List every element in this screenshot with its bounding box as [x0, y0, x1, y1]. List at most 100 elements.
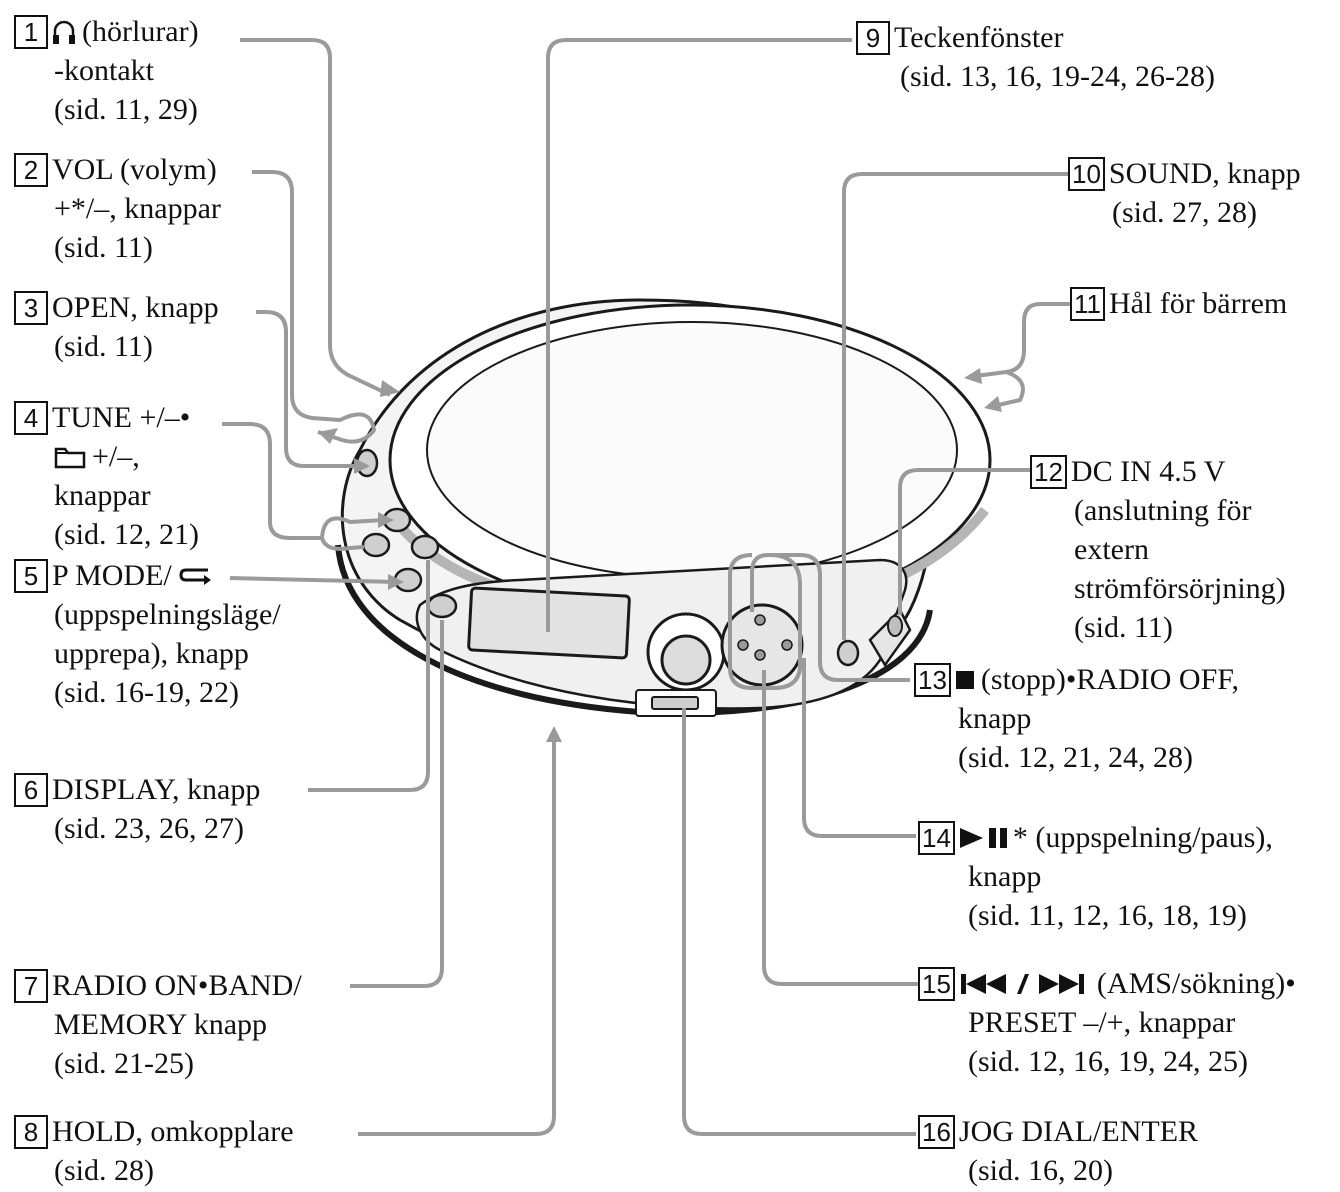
callout-text: (AMS/sökning)• — [1096, 967, 1296, 1000]
leader-1 — [240, 38, 391, 397]
callout-text: (sid. 11, 12, 16, 18, 19) — [968, 899, 1247, 932]
callout-text: (sid. 28) — [54, 1154, 154, 1187]
callout-9: 9 Teckenfönster (sid. 13, 16, 19-24, 26-… — [856, 18, 1215, 96]
callout-text: (sid. 11) — [1074, 611, 1173, 644]
callout-number: 9 — [856, 20, 890, 55]
callout-text: (sid. 12, 16, 19, 24, 25) — [968, 1045, 1248, 1078]
arrow-5 — [388, 574, 404, 590]
arrow-8 — [546, 726, 562, 742]
arrow-2 — [318, 428, 338, 444]
callout-text: knapp — [968, 860, 1042, 893]
callout-text: P MODE/ — [52, 559, 172, 592]
callout-number: 2 — [14, 152, 48, 187]
callout-number: 11 — [1070, 286, 1105, 321]
callout-text: (sid. 12, 21, 24, 28) — [958, 741, 1193, 774]
callout-2: 2 VOL (volym) +*/–, knappar (sid. 11) — [14, 150, 221, 267]
leader-2 — [252, 170, 376, 444]
headphones-icon — [52, 18, 76, 46]
callout-number: 4 — [14, 400, 48, 435]
jog-dial — [660, 634, 712, 686]
callout-6: 6 DISPLAY, knapp (sid. 23, 26, 27) — [14, 770, 260, 848]
callout-14: 14 * (uppspelning/paus), knapp (sid. 11,… — [918, 818, 1273, 935]
arrow-3 — [354, 458, 370, 474]
callout-text: (sid. 23, 26, 27) — [54, 812, 244, 845]
callout-8: 8 HOLD, omkopplare (sid. 28) — [14, 1112, 294, 1190]
callout-12: 12 DC IN 4.5 V (anslutning för extern st… — [1030, 452, 1286, 647]
leader-13 — [750, 553, 910, 682]
arrow-heads — [318, 368, 1002, 742]
folder-icon — [54, 445, 86, 469]
callout-5: 5 P MODE/ (uppspelningsläge/ upprepa), k… — [14, 556, 281, 712]
callout-text: (sid. 13, 16, 19-24, 26-28) — [900, 60, 1215, 93]
leader-15 — [728, 553, 918, 986]
arrow-4 — [378, 512, 394, 528]
leader-9 — [546, 38, 852, 632]
callout-text: (hörlurar) — [82, 15, 199, 48]
callout-text: (sid. 11) — [54, 330, 153, 363]
callout-text: (uppspelningsläge/ — [54, 598, 281, 631]
leader-11 — [975, 302, 1070, 408]
callout-number: 15 — [918, 966, 955, 1001]
arrow-11b — [984, 396, 1002, 412]
callout-7: 7 RADIO ON•BAND/ MEMORY knapp (sid. 21-2… — [14, 966, 302, 1083]
callout-text: +*/–, knappar — [54, 192, 221, 225]
callout-text: +/–, — [92, 440, 140, 473]
callout-text: MEMORY knapp — [54, 1008, 268, 1041]
callout-number: 6 — [14, 772, 48, 807]
leader-5 — [229, 576, 397, 584]
callout-text: knappar — [54, 479, 151, 512]
play-pause-icon — [959, 827, 1011, 849]
callout-number: 5 — [14, 558, 48, 593]
callout-number: 3 — [14, 290, 48, 325]
callout-text: (sid. 16-19, 22) — [54, 676, 239, 709]
callout-16: 16 JOG DIAL/ENTER (sid. 16, 20) — [918, 1112, 1198, 1190]
stop-icon — [955, 670, 975, 690]
callout-text: RADIO ON•BAND/ — [52, 969, 302, 1002]
leader-12 — [898, 468, 1030, 615]
callout-text: knapp — [958, 702, 1032, 735]
callout-number: 10 — [1068, 156, 1105, 191]
callout-text: (sid. 11, 29) — [54, 93, 198, 126]
callout-text: (sid. 21-25) — [54, 1047, 194, 1080]
callout-text: VOL (volym) — [52, 153, 217, 186]
callout-number: 13 — [914, 662, 951, 697]
callout-text: Teckenfönster — [894, 21, 1064, 54]
callout-13: 13 (stopp)•RADIO OFF, knapp (sid. 12, 21… — [914, 660, 1239, 777]
callout-11: 11 Hål för bärrem — [1070, 284, 1287, 323]
leader-lines — [222, 38, 1070, 1136]
cd-player — [335, 298, 992, 717]
leader-7 — [350, 620, 444, 988]
callout-text: OPEN, knapp — [52, 291, 219, 324]
callout-text: DC IN 4.5 V — [1070, 455, 1226, 488]
callout-10: 10 SOUND, knapp (sid. 27, 28) — [1068, 154, 1301, 232]
callout-number: 14 — [918, 820, 955, 855]
callout-text: (anslutning för — [1074, 494, 1252, 527]
callout-text: TUNE +/–• — [52, 401, 191, 434]
callout-text: (sid. 16, 20) — [968, 1154, 1113, 1187]
arrow-1 — [380, 380, 400, 397]
callout-text: -kontakt — [54, 54, 154, 87]
callout-text: JOG DIAL/ENTER — [958, 1115, 1199, 1148]
leader-3 — [256, 310, 360, 468]
callout-text: extern — [1074, 533, 1149, 566]
prev-next-icon — [959, 972, 1139, 996]
callout-number: 16 — [918, 1114, 955, 1149]
callout-text: (stopp)•RADIO OFF, — [980, 663, 1240, 696]
callout-text: (sid. 27, 28) — [1112, 196, 1257, 229]
callout-1: 1 (hörlurar) -kontakt (sid. 11, 29) — [14, 12, 199, 129]
callout-text: PRESET –/+, knappar — [968, 1006, 1236, 1039]
leader-10 — [842, 172, 1068, 640]
cd-lid-inner — [426, 321, 958, 579]
callout-text: * (uppspelning/paus), — [1012, 821, 1273, 854]
leader-16 — [682, 708, 916, 1136]
repeat-icon — [178, 565, 214, 587]
callout-text: SOUND, knapp — [1108, 157, 1301, 190]
arrow-11a — [964, 368, 982, 384]
callout-number: 1 — [14, 14, 48, 49]
leader-8 — [358, 738, 556, 1136]
callout-15: 15 (AMS/sökning)• PRESET –/+, knappar (s… — [918, 964, 1296, 1081]
callout-text: DISPLAY, knapp — [52, 773, 261, 806]
callout-number: 12 — [1030, 454, 1067, 489]
